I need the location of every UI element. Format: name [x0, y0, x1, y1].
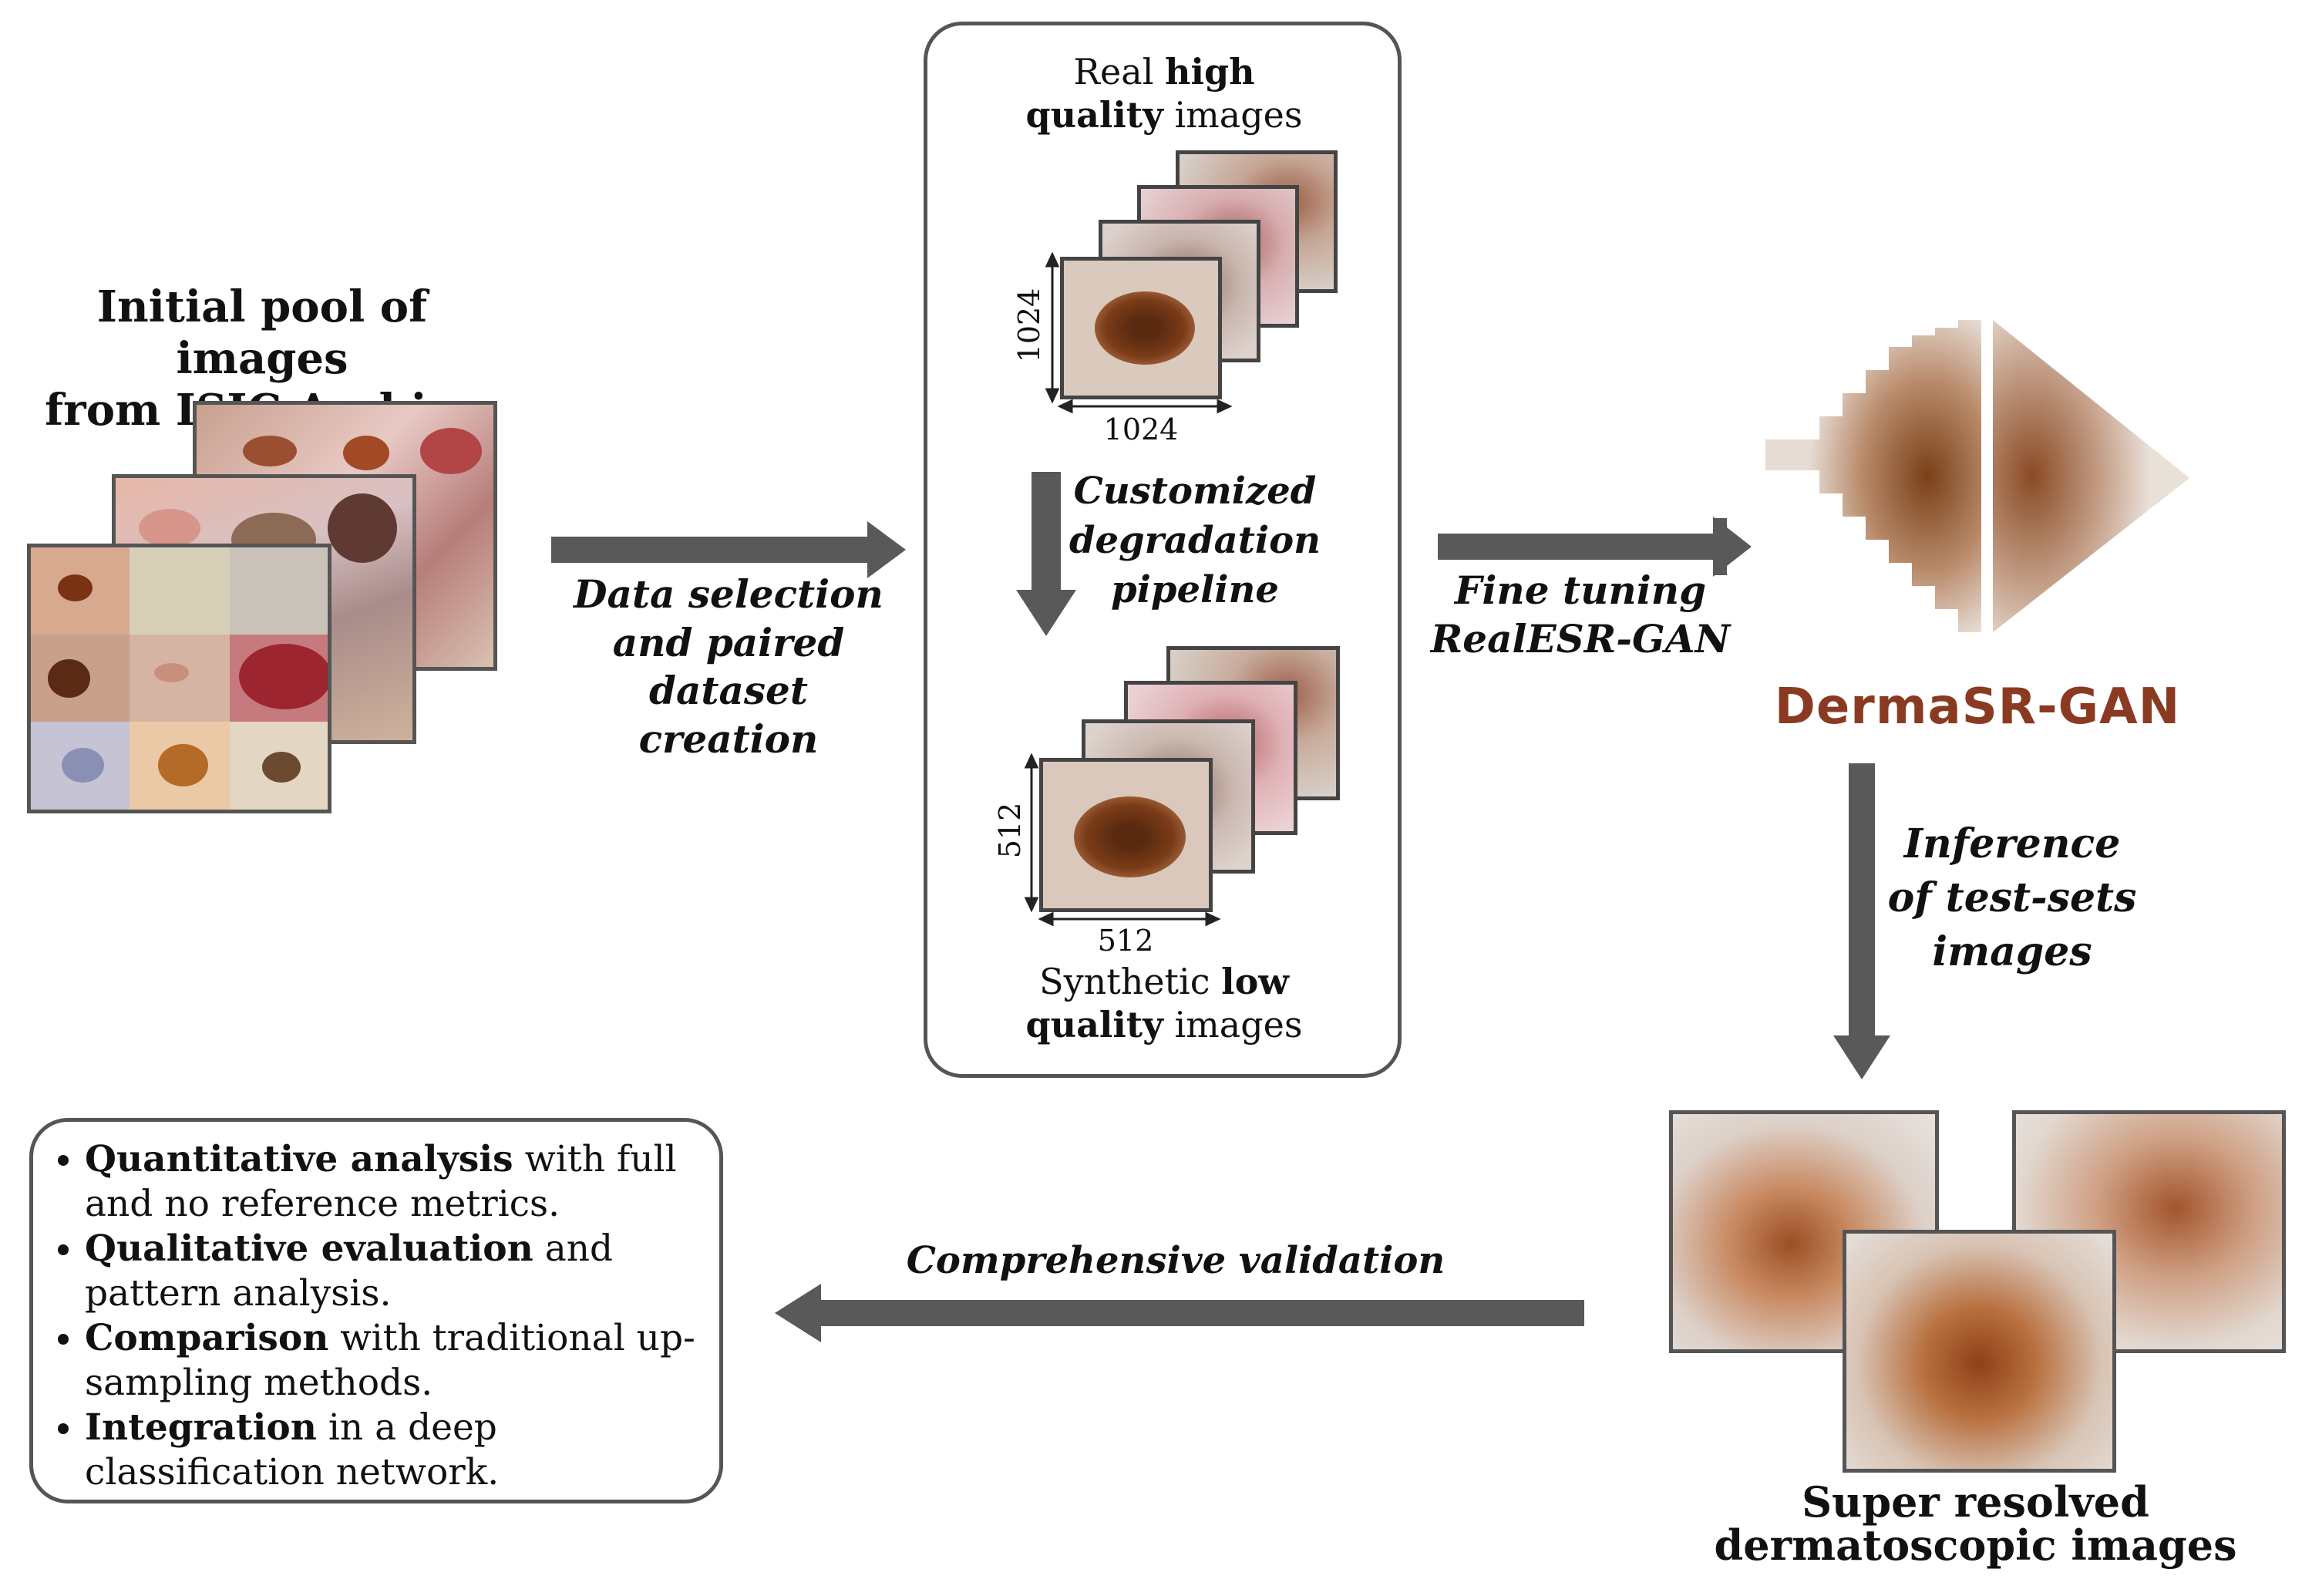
- hq-image-1: [1060, 257, 1222, 399]
- arrow-inference-label-line3: images: [1932, 928, 2092, 975]
- arrow-validation: [775, 1284, 1584, 1342]
- lq-dim-w: 512: [1097, 924, 1154, 958]
- hq-image-stack: [1060, 150, 1338, 405]
- validation-item-3-text: in a deep classification network.: [85, 1406, 500, 1493]
- dimension-lines-lq: [1024, 753, 1221, 927]
- arrow-selection-label-line1: Data selection: [574, 571, 883, 617]
- validation-item-2-bold: Comparison: [85, 1317, 329, 1359]
- lq-dim-h: 512: [993, 802, 1027, 859]
- hq-dim-w: 1024: [1103, 412, 1179, 446]
- dimension-lines-hq: [1045, 251, 1233, 414]
- dermasr-gan-logo-graphic: [1762, 316, 2193, 640]
- arrow-fine-tuning-label-line2: RealESR-GAN: [1430, 615, 1731, 662]
- lq-caption-bold2: quality: [1025, 1004, 1163, 1045]
- output-title-line2: dermatoscopic images: [1714, 1520, 2237, 1570]
- arrow-selection: [551, 521, 906, 578]
- lq-image-1: [1039, 758, 1213, 912]
- lq-caption-text2: images: [1163, 1004, 1303, 1045]
- pool-title-line1: Initial pool of images: [96, 281, 428, 385]
- sr-image-center: [1843, 1230, 2116, 1473]
- degradation-label-line3: pipeline: [1111, 568, 1279, 611]
- hq-caption-text2: images: [1163, 94, 1303, 136]
- arrow-selection-label-line2: and paired dataset: [612, 619, 845, 714]
- validation-item-quantitative: Quantitative analysis with full and no r…: [85, 1137, 740, 1227]
- validation-item-2-text: with traditional up-sampling methods.: [85, 1317, 695, 1404]
- pool-grid-front: [27, 544, 332, 813]
- output-title: Super resolved dermatoscopic images: [1665, 1480, 2286, 1567]
- degradation-label-line2: degradation: [1069, 519, 1321, 562]
- validation-item-1-bold: Qualitative evaluation: [85, 1227, 533, 1270]
- degradation-label: Customized degradation pipeline: [1064, 466, 1326, 614]
- degradation-label-line1: Customized: [1073, 470, 1317, 513]
- output-title-line1: Super resolved: [1802, 1477, 2149, 1527]
- validation-item-1-text: and pattern analysis.: [85, 1227, 614, 1315]
- validation-item-comparison: Comparison with traditional up-sampling …: [85, 1316, 740, 1406]
- hq-caption-text1: Real: [1073, 51, 1166, 93]
- arrow-fine-tuning-label-line1: Fine tuning: [1454, 567, 1707, 613]
- arrow-inference-label: Inference of test-sets images: [1873, 817, 2151, 979]
- arrow-validation-label: Comprehensive validation: [906, 1239, 1445, 1282]
- validation-item-0-text: with full and no reference metrics.: [85, 1138, 677, 1225]
- arrow-fine-tuning: [1438, 517, 1752, 577]
- validation-list: Quantitative analysis with full and no r…: [42, 1137, 740, 1495]
- arrow-inference: [1833, 763, 1890, 1079]
- image-pool-stack: [27, 401, 505, 817]
- super-resolved-images: [1665, 1110, 2286, 1473]
- arrow-inference-label-line1: Inference: [1903, 820, 2121, 867]
- lq-caption-text1: Synthetic: [1039, 961, 1222, 1002]
- arrow-degradation: [1016, 472, 1076, 636]
- hq-caption-bold2: quality: [1025, 94, 1163, 136]
- validation-item-integration: Integration in a deep classification net…: [85, 1406, 740, 1495]
- arrow-selection-label-line3: creation: [638, 716, 819, 762]
- dataset-panel: [924, 22, 1402, 1078]
- hq-dim-h: 1024: [1012, 288, 1046, 363]
- lq-caption-bold1: low: [1221, 961, 1289, 1002]
- model-name: DermaSR-GAN: [1774, 678, 2181, 736]
- arrow-selection-label: Data selection and paired dataset creati…: [532, 571, 925, 763]
- validation-box: Quantitative analysis with full and no r…: [29, 1118, 723, 1503]
- validation-item-0-bold: Quantitative analysis: [85, 1138, 513, 1180]
- hq-caption: Real high quality images: [987, 50, 1341, 136]
- logo-icon: [1765, 320, 2189, 632]
- hq-caption-bold1: high: [1165, 51, 1255, 93]
- validation-item-3-bold: Integration: [85, 1406, 317, 1449]
- lq-image-stack: [1039, 646, 1340, 912]
- arrow-fine-tuning-label: Fine tuning RealESR-GAN: [1419, 567, 1742, 663]
- lq-caption: Synthetic low quality images: [979, 960, 1349, 1046]
- validation-item-qualitative: Qualitative evaluation and pattern analy…: [85, 1227, 740, 1316]
- arrow-inference-label-line2: of test-sets: [1887, 874, 2137, 921]
